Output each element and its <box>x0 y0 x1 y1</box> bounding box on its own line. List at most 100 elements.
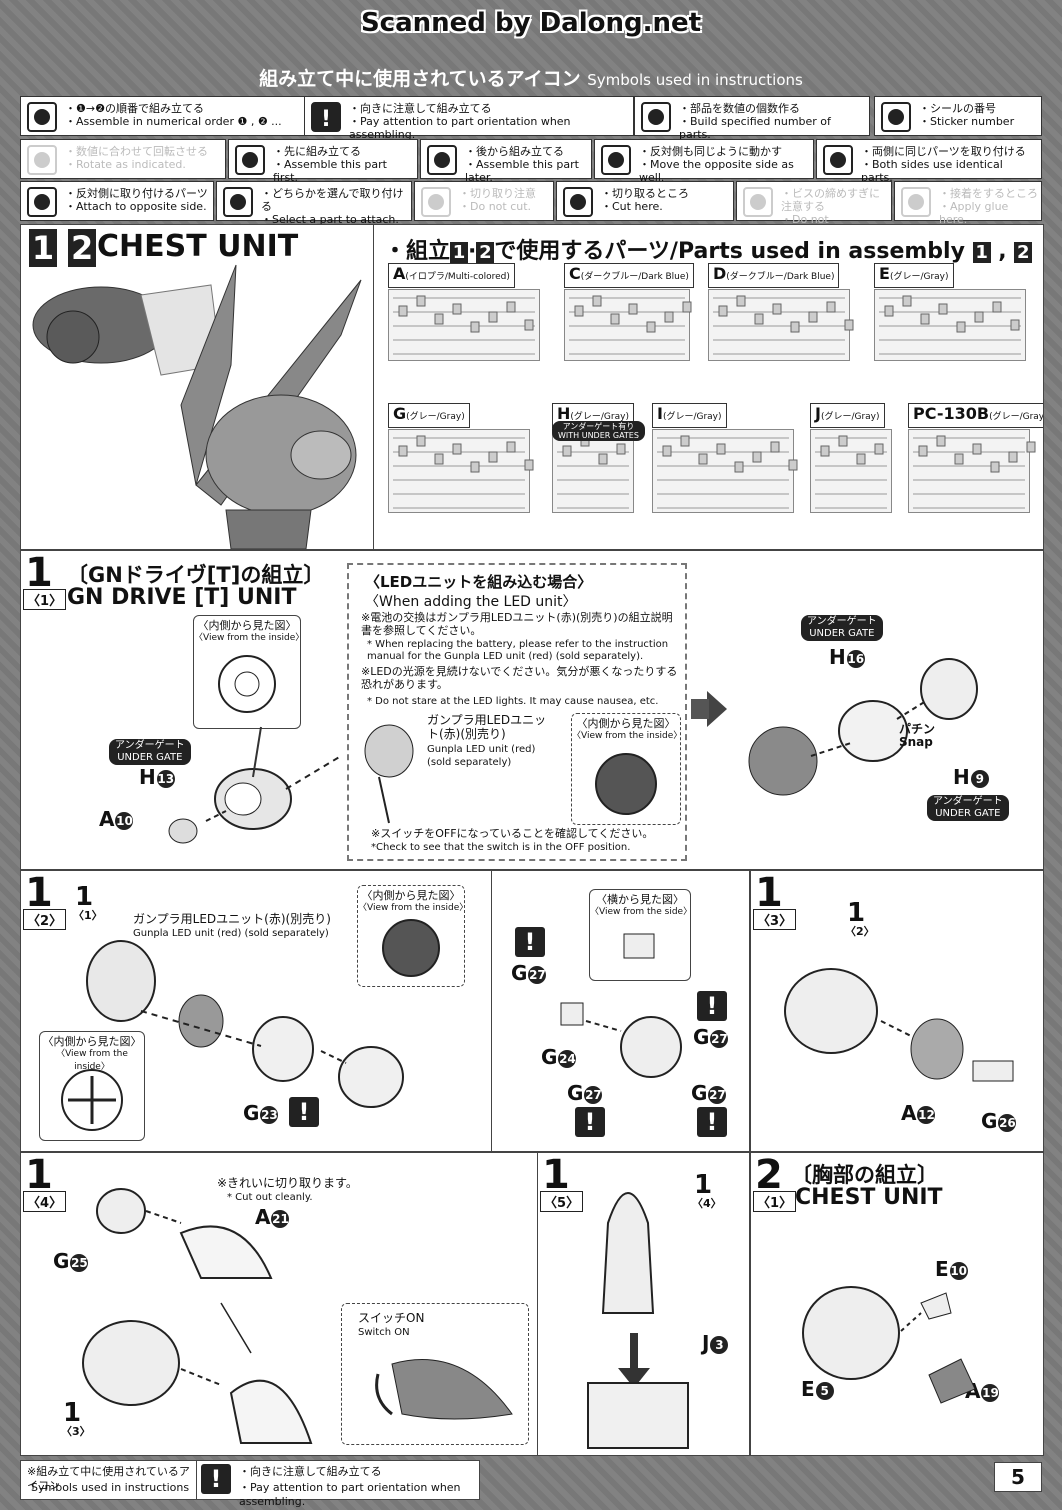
step-sub: 〈2〉 <box>23 909 67 930</box>
footer-symbols-label: ※組み立て中に使用されているアイコン Symbols used in instr… <box>20 1460 197 1500</box>
side-jp: 〈横から見た図〉 <box>596 893 684 906</box>
symbol-en: ・Pay attention to part orientation when … <box>349 115 571 141</box>
symbols-title-en: Symbols used in instructions <box>587 71 803 89</box>
j3-letter: J <box>702 1331 710 1355</box>
h13-letter: H <box>139 765 156 789</box>
symbol-jp: ・❶→❷の順番で組み立てる <box>65 102 204 115</box>
led-note-1-jp: ※電池の交換はガンプラ用LEDユニット(赤)(別売り)の組立説明書を参照してくだ… <box>361 611 673 637</box>
footer-warning: ! ・向きに注意して組み立てる ・Pay attention to part o… <box>196 1460 480 1508</box>
g27a-num: 27 <box>528 965 547 984</box>
led-view-en: 〈View from the inside〉 <box>572 731 683 741</box>
orientation-warning-icon: ! <box>289 1097 319 1127</box>
gate3-en: UNDER GATE <box>935 808 1001 819</box>
led-unit-box: 〈LEDユニットを組み込む場合〉 〈When adding the LED un… <box>347 563 687 861</box>
g24-letter: G <box>541 1045 558 1069</box>
runner-desc: (グレー/Gray) <box>406 412 465 422</box>
sticker-icon <box>879 100 913 134</box>
a19-num: 19 <box>981 1383 1000 1402</box>
symbol-en: ・Assemble this part later. <box>465 158 579 184</box>
runner-sprue-drawing <box>552 429 634 513</box>
g27b-letter: G <box>693 1025 710 1049</box>
symbol-en: ・Assemble in numerical order ❶ , ❷ ... <box>65 115 282 128</box>
ref-step-num: 1 <box>694 1170 713 1200</box>
h16-num: 16 <box>846 649 865 668</box>
snap-jp: パチン <box>899 722 936 736</box>
cut-note-en: * Cut out cleanly. <box>227 1192 313 1203</box>
order-arrow-icon <box>25 100 59 134</box>
orientation-warning-icon: ! <box>575 1107 605 1137</box>
gn-drive-title-en: GN DRIVE [T] UNIT <box>67 585 297 610</box>
gate-jp: アンダーゲート <box>115 740 185 751</box>
symbol-item: ・どちらかを選んで取り付ける・Select a part to attach. <box>216 181 412 226</box>
step-sub: 〈1〉 <box>753 1191 797 1212</box>
runner-sprue-drawing <box>388 289 540 361</box>
led-note-1-en: * When replacing the battery, please ref… <box>367 639 669 662</box>
chest-unit-overview-panel: 1 2 CHEST UNIT <box>20 224 374 550</box>
symbol-item: ・❶→❷の順番で組み立てる・Assemble in numerical orde… <box>20 96 340 136</box>
side-en: 〈View from the side〉 <box>590 907 693 917</box>
runner-desc: (ダークブルー/Dark Blue) <box>726 272 835 282</box>
chest-title-jp: 〔胸部の組立〕 <box>791 1163 938 1187</box>
symbol-en: ・Attach to opposite side. <box>65 200 207 213</box>
view2-en: 〈View from the inside〉 <box>56 1049 128 1072</box>
runner-desc: (イロプラ/Multi-colored) <box>405 272 510 282</box>
ref-step-sub: 〈2〉 <box>845 925 875 938</box>
ref-sub-num: 4 <box>703 1197 711 1210</box>
footer-warn-en: ・Pay attention to part orientation when … <box>239 1481 461 1508</box>
cut-note-jp: ※きれいに切り取ります。 <box>217 1176 358 1190</box>
led-note-2-en: * Do not stare at the LED lights. It may… <box>367 696 659 707</box>
badge-en: WITH UNDER GATES <box>558 431 639 440</box>
step-1-2-right-drawing <box>560 1002 682 1078</box>
ref-step-num: 1 <box>75 882 94 912</box>
symbol-jp: ・切り取り注意 <box>459 187 536 200</box>
both-sides-icon <box>821 143 855 177</box>
view3-jp: 〈内側から見た図〉 <box>361 889 461 902</box>
symbol-item: ・切り取り注意・Do not cut. <box>414 181 554 221</box>
side-view-box: 〈横から見た図〉 〈View from the side〉 <box>589 889 693 981</box>
runner-sprue-drawing <box>388 429 534 513</box>
g27d-num: 27 <box>708 1085 727 1104</box>
e10-letter: E <box>935 1257 949 1281</box>
side-drawing <box>623 933 655 959</box>
runner-letter: G <box>393 404 407 423</box>
footer-jp: ※組み立て中に使用されているアイコン <box>27 1465 190 1492</box>
chest-title-en: CHEST UNIT <box>795 1185 943 1210</box>
led-title-en: 〈When adding the LED unit〉 <box>365 594 577 610</box>
h16-letter: H <box>829 645 846 669</box>
step-arrow-and-assembly <box>691 658 978 796</box>
led-unit-drawing <box>364 724 414 824</box>
symbol-jp: ・接着をするところ <box>939 187 1038 200</box>
g23-letter: G <box>243 1101 260 1125</box>
symbol-jp: ・どちらかを選んで取り付ける <box>261 187 404 213</box>
symbol-jp: ・先に組み立てる <box>273 145 361 158</box>
rotate-icon <box>25 143 59 177</box>
gate2-jp: アンダーゲート <box>807 616 877 627</box>
parts-title-pre: ・組立 <box>384 239 451 264</box>
runner-sprue-drawing <box>874 289 1026 361</box>
footer-exclamation-icon: ! <box>201 1464 231 1494</box>
assembly-num-2: 2 <box>68 229 97 267</box>
page-number: 5 <box>994 1462 1042 1492</box>
runner-desc: (グレー/Gray) <box>570 412 629 422</box>
symbol-jp: ・向きに注意して組み立てる <box>349 102 492 115</box>
runner-label: G(グレー/Gray) <box>388 403 470 428</box>
exclamation-icon: ! <box>309 100 343 134</box>
step-num: 1 <box>755 870 783 916</box>
led-view-drawing <box>595 753 657 815</box>
runner-letter: I <box>657 404 663 423</box>
opposite-move-icon <box>599 143 633 177</box>
step-1-5-drawing <box>587 1192 689 1449</box>
orientation-warning-icon: ! <box>697 1107 727 1137</box>
runner-sprue-drawing <box>564 289 692 361</box>
